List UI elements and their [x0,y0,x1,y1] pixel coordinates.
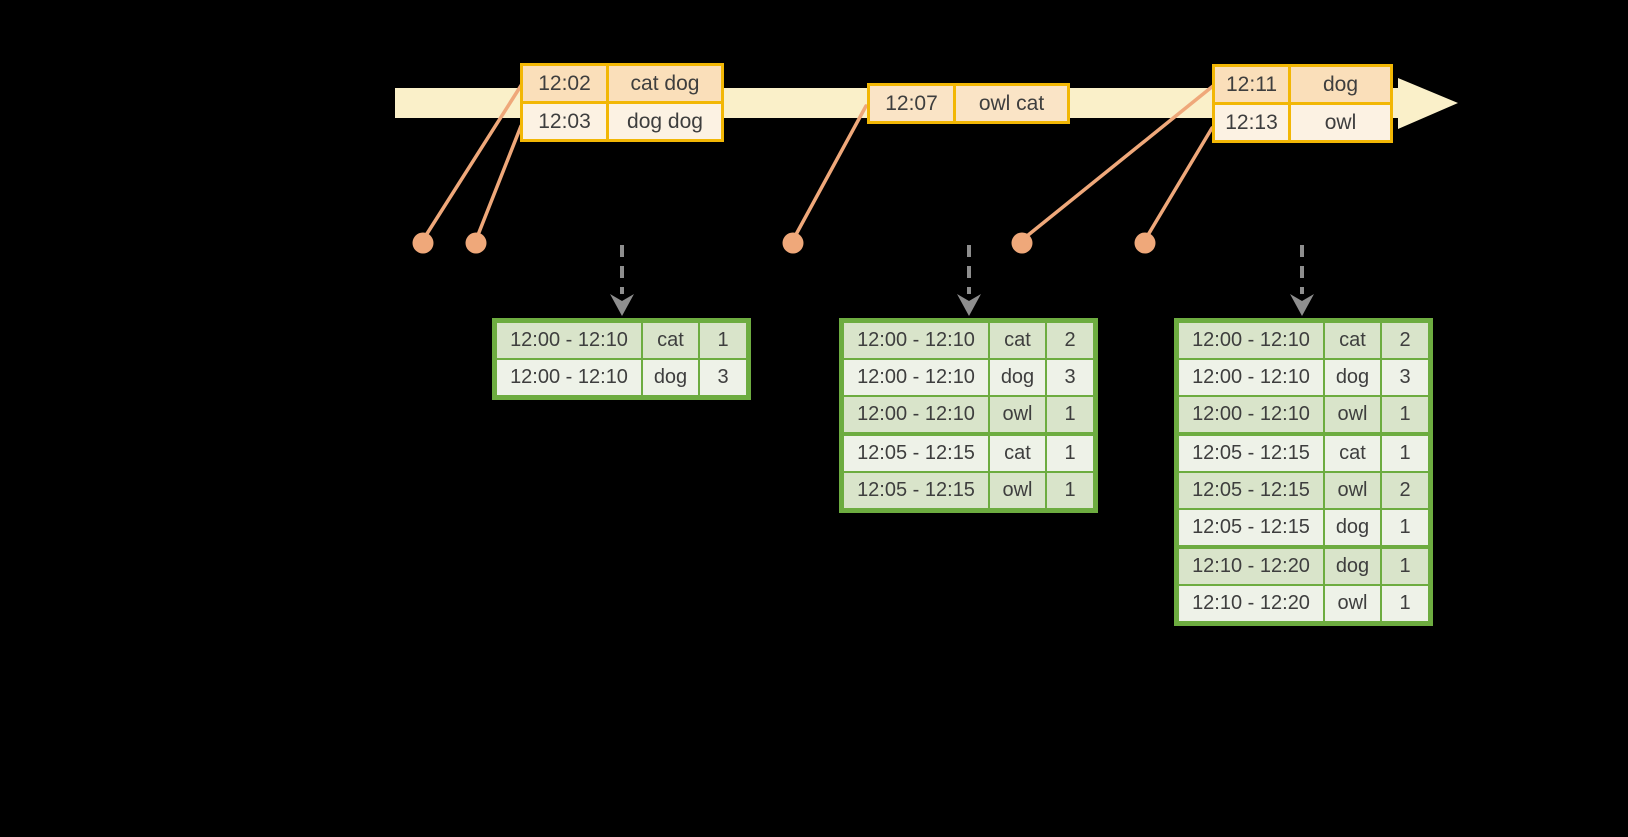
result-row: 12:00 - 12:10 owl 1 [844,397,1093,432]
result-table-2: 12:00 - 12:10 cat 2 12:00 - 12:10 dog 3 … [839,318,1098,513]
result-count-cell: 1 [1382,510,1428,545]
result-count-cell: 1 [700,323,746,358]
event-time-dot-5 [1134,232,1156,254]
result-window-cell: 12:05 - 12:15 [1179,473,1323,508]
result-count-cell: 1 [1047,473,1093,508]
event-time-dot-3 [782,232,804,254]
result-count-cell: 2 [1047,323,1093,358]
result-row: 12:10 - 12:20 dog 1 [1179,549,1428,584]
result-count-cell: 2 [1382,473,1428,508]
trigger-arrow-head-icon-2 [957,294,981,316]
result-window-cell: 12:00 - 12:10 [1179,397,1323,432]
result-count-cell: 1 [1382,397,1428,432]
result-word-cell: owl [990,473,1045,508]
result-count-cell: 1 [1382,436,1428,471]
result-row: 12:05 - 12:15 owl 2 [1179,473,1428,508]
result-count-cell: 3 [1047,360,1093,395]
result-window-cell: 12:00 - 12:10 [1179,323,1323,358]
event-row: 12:02 cat dog [523,66,721,101]
result-word-cell: cat [990,323,1045,358]
event-connector-line-5 [1143,126,1214,242]
result-row: 12:05 - 12:15 cat 1 [844,436,1093,471]
trigger-arrow-head-icon-3 [1290,294,1314,316]
result-window-cell: 12:10 - 12:20 [1179,586,1323,621]
result-word-cell: cat [1325,323,1380,358]
result-word-cell: owl [1325,473,1380,508]
result-count-cell: 1 [1047,436,1093,471]
result-word-cell: cat [990,436,1045,471]
result-window-cell: 12:05 - 12:15 [1179,436,1323,471]
result-count-cell: 3 [1382,360,1428,395]
event-connector-line-2 [474,124,523,242]
result-window-cell: 12:00 - 12:10 [497,360,641,395]
result-word-cell: dog [1325,360,1380,395]
result-word-cell: dog [1325,549,1380,584]
event-connector-line-4 [1020,84,1215,242]
event-time-dot-4 [1011,232,1033,254]
result-word-cell: owl [990,397,1045,432]
event-time-cell: 12:13 [1215,105,1288,140]
event-words-cell: cat dog [609,66,721,101]
result-word-cell: cat [1325,436,1380,471]
result-row: 12:05 - 12:15 cat 1 [1179,436,1428,471]
result-window-cell: 12:10 - 12:20 [1179,549,1323,584]
result-count-cell: 3 [700,360,746,395]
event-words-cell: owl [1291,105,1390,140]
result-word-cell: dog [1325,510,1380,545]
result-row: 12:05 - 12:15 dog 1 [1179,510,1428,545]
result-word-cell: owl [1325,586,1380,621]
event-time-dot-2 [465,232,487,254]
result-row: 12:00 - 12:10 owl 1 [1179,397,1428,432]
event-time-dot-1 [412,232,434,254]
result-word-cell: dog [643,360,698,395]
result-window-cell: 12:05 - 12:15 [844,473,988,508]
result-window-cell: 12:00 - 12:10 [844,323,988,358]
result-row: 12:00 - 12:10 dog 3 [497,360,746,395]
event-table-3: 12:11 dog 12:13 owl [1212,64,1393,143]
event-row: 12:03 dog dog [523,104,721,139]
trigger-arrow-head-icon-1 [610,294,634,316]
event-time-cell: 12:02 [523,66,606,101]
result-window-cell: 12:05 - 12:15 [844,436,988,471]
event-row: 12:11 dog [1215,67,1390,102]
event-row: 12:07 owl cat [870,86,1067,121]
result-row: 12:10 - 12:20 owl 1 [1179,586,1428,621]
result-window-cell: 12:00 - 12:10 [1179,360,1323,395]
result-count-cell: 1 [1047,397,1093,432]
event-time-cell: 12:11 [1215,67,1288,102]
result-count-cell: 1 [1382,586,1428,621]
result-window-cell: 12:00 - 12:10 [497,323,641,358]
event-connector-line-3 [791,104,868,242]
event-words-cell: dog dog [609,104,721,139]
result-row: 12:00 - 12:10 cat 2 [1179,323,1428,358]
event-connector-line-1 [421,82,524,242]
result-window-cell: 12:05 - 12:15 [1179,510,1323,545]
event-words-cell: owl cat [956,86,1067,121]
event-time-cell: 12:03 [523,104,606,139]
event-row: 12:13 owl [1215,105,1390,140]
event-table-2: 12:07 owl cat [867,83,1070,124]
result-window-cell: 12:00 - 12:10 [844,360,988,395]
event-table-1: 12:02 cat dog 12:03 dog dog [520,63,724,142]
result-row: 12:05 - 12:15 owl 1 [844,473,1093,508]
result-word-cell: dog [990,360,1045,395]
event-words-cell: dog [1291,67,1390,102]
result-count-cell: 2 [1382,323,1428,358]
result-window-cell: 12:00 - 12:10 [844,397,988,432]
result-count-cell: 1 [1382,549,1428,584]
result-row: 12:00 - 12:10 cat 1 [497,323,746,358]
event-time-cell: 12:07 [870,86,953,121]
result-word-cell: cat [643,323,698,358]
result-row: 12:00 - 12:10 dog 3 [844,360,1093,395]
result-row: 12:00 - 12:10 cat 2 [844,323,1093,358]
result-row: 12:00 - 12:10 dog 3 [1179,360,1428,395]
result-word-cell: owl [1325,397,1380,432]
result-table-3: 12:00 - 12:10 cat 2 12:00 - 12:10 dog 3 … [1174,318,1433,626]
result-table-1: 12:00 - 12:10 cat 1 12:00 - 12:10 dog 3 [492,318,751,400]
